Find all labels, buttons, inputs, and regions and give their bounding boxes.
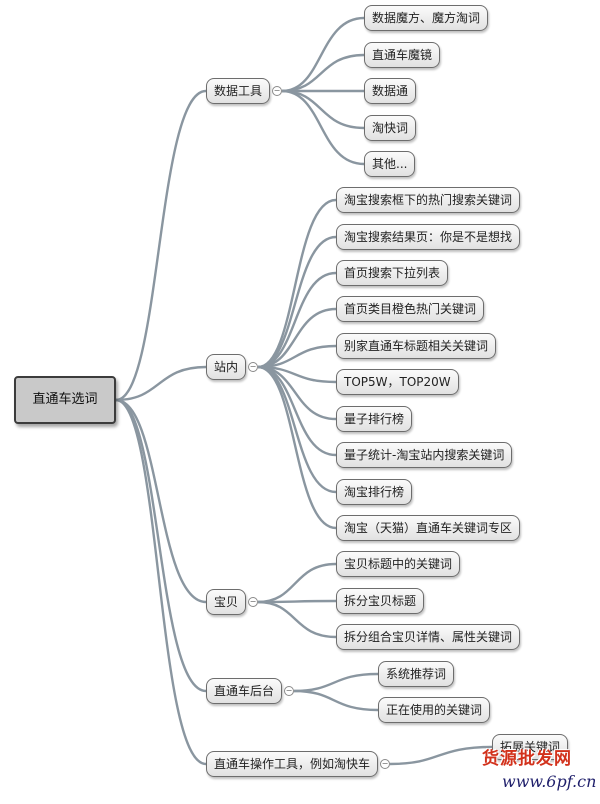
leaf-node[interactable]: 拆分组合宝贝详情、属性关键词 (336, 624, 521, 650)
leaf-node[interactable]: 数据魔方、魔方淘词 (364, 5, 489, 31)
branch-connector (257, 365, 337, 530)
leaf-node[interactable]: 淘宝（天猫）直通车关键词专区 (336, 515, 521, 541)
leaf-node[interactable]: 首页搜索下拉列表 (336, 260, 449, 286)
branch-connector (257, 271, 337, 369)
branch-connector (257, 307, 337, 369)
leaf-node[interactable]: 系统推荐词 (378, 661, 455, 687)
collapse-toggle-icon[interactable]: − (284, 686, 294, 696)
root-connector (115, 365, 207, 402)
collapse-toggle-icon[interactable]: − (272, 86, 282, 96)
branch-connector (281, 89, 365, 130)
branch-node[interactable]: 直通车操作工具，例如淘快车 (206, 751, 379, 777)
watermark: 货源批发网 www.6pf.cn (482, 744, 596, 798)
leaf-node[interactable]: 其他... (364, 151, 416, 177)
leaf-node[interactable]: 量子统计-淘宝站内搜索关键词 (336, 442, 513, 468)
branch-node[interactable]: 数据工具 (206, 78, 271, 104)
connector-lines (115, 16, 493, 766)
branch-node[interactable]: 直通车后台 (206, 678, 283, 704)
collapse-toggle-icon[interactable]: − (248, 597, 258, 607)
leaf-node[interactable]: 宝贝标题中的关键词 (336, 551, 461, 577)
branch-connector (257, 365, 337, 494)
branch-connector (281, 16, 365, 93)
leaf-node[interactable]: TOP5W，TOP20W (336, 369, 459, 395)
leaf-node[interactable]: 拆分宝贝标题 (336, 588, 425, 614)
leaf-node[interactable]: 量子排行榜 (336, 406, 413, 432)
branch-connector (257, 562, 337, 604)
branch-connector (257, 600, 337, 639)
branch-connector (281, 53, 365, 93)
branch-node[interactable]: 站内 (206, 354, 247, 380)
leaf-node[interactable]: 直通车魔镜 (364, 42, 441, 68)
branch-connector (257, 599, 337, 604)
leaf-node[interactable]: 淘快词 (364, 115, 417, 141)
leaf-node[interactable]: 数据通 (364, 78, 417, 104)
root-connector (115, 89, 207, 402)
root-connector (115, 398, 207, 693)
leaf-node[interactable]: 别家直通车标题相关关键词 (336, 333, 497, 359)
branch-connector (257, 235, 337, 369)
branch-connector (257, 365, 337, 457)
watermark-url: www.6pf.cn (502, 772, 597, 791)
collapse-toggle-icon[interactable]: − (248, 362, 258, 372)
branch-connector (293, 672, 379, 693)
branch-connector (293, 689, 379, 712)
leaf-node[interactable]: 正在使用的关键词 (378, 697, 491, 723)
branch-connector (389, 745, 493, 766)
leaf-node[interactable]: 淘宝搜索框下的热门搜索关键词 (336, 187, 521, 213)
leaf-node[interactable]: 首页类目橙色热门关键词 (336, 296, 485, 322)
root-node[interactable]: 直通车选词 (14, 376, 116, 424)
branch-connector (281, 89, 365, 166)
leaf-node[interactable]: 淘宝排行榜 (336, 479, 413, 505)
root-connector (115, 398, 207, 604)
branch-node[interactable]: 宝贝 (206, 589, 247, 615)
branch-connector (257, 198, 337, 369)
collapse-toggle-icon[interactable]: − (380, 759, 390, 769)
root-connector (115, 398, 207, 766)
watermark-title: 货源批发网 (482, 749, 572, 769)
leaf-node[interactable]: 淘宝搜索结果页：你是不是想找 (336, 224, 521, 250)
leaf-node[interactable]: 拓展关键词 (492, 734, 569, 760)
